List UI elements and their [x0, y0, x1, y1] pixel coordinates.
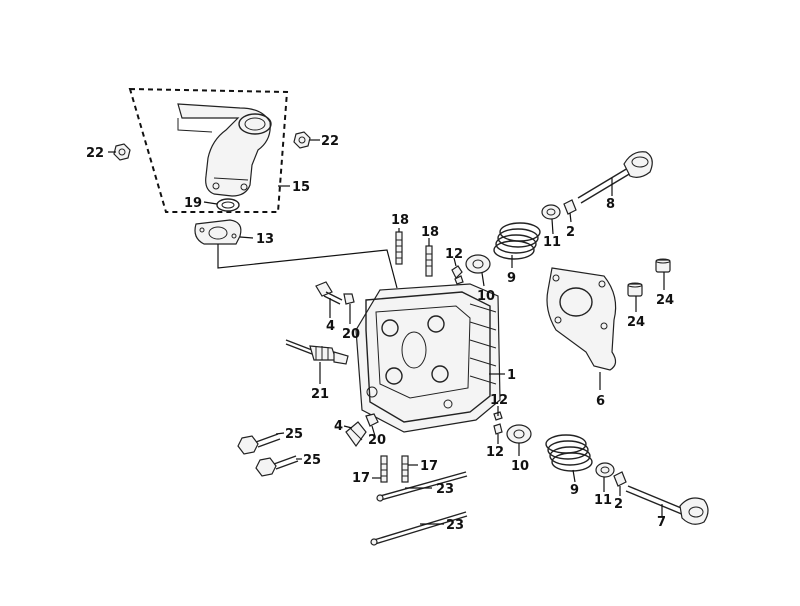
callout-10-top: 10 [477, 289, 495, 304]
intake-dashed-boundary [128, 87, 289, 213]
callout-13: 13 [256, 232, 274, 247]
callout-24-left: 24 [627, 315, 645, 330]
nut-right [293, 131, 311, 149]
dowel-pin-24-right [655, 258, 671, 273]
intake-bolt-hole-left [212, 182, 220, 190]
stud-18-left [395, 231, 403, 265]
callout-12-low: 12 [486, 445, 504, 460]
callout-22-left: 22 [86, 146, 104, 161]
callout-8: 8 [606, 197, 615, 212]
valve-spring-9-bottom [545, 434, 593, 472]
callout-7: 7 [657, 515, 666, 530]
callout-6: 6 [596, 394, 605, 409]
callout-20-lower: 20 [368, 433, 386, 448]
callout-4-lower: 4 [334, 419, 343, 434]
stud-18-right [425, 245, 433, 277]
intake-assembly-group [128, 87, 289, 213]
stud-17-left [380, 455, 388, 483]
cotter-12-top [451, 265, 464, 285]
callout-18-left: 18 [391, 213, 409, 228]
retainer-11-top [541, 204, 561, 220]
callout-23-lower: 23 [446, 518, 464, 533]
callout-12-mid: 12 [490, 393, 508, 408]
callout-2-top: 2 [566, 225, 575, 240]
callout-12-top: 12 [445, 247, 463, 262]
nut-20-lower [365, 413, 379, 427]
callout-18-right: 18 [421, 225, 439, 240]
dowel-pin-24-left [627, 282, 643, 297]
cotter-2-bottom [613, 471, 627, 487]
callout-1: 1 [507, 368, 516, 383]
callout-22-right: 22 [321, 134, 339, 149]
callout-21: 21 [311, 387, 329, 402]
insulator-gasket-13 [194, 219, 242, 245]
callout-23-upper: 23 [436, 482, 454, 497]
callout-11-top: 11 [543, 235, 561, 250]
callout-17-right: 17 [420, 459, 438, 474]
stud-17-right [401, 455, 409, 483]
leader-lines [108, 139, 665, 525]
cotter-12-low [493, 423, 503, 435]
long-stud-23-lower [370, 511, 468, 546]
nut-left [113, 143, 131, 161]
intake-manifold-part [177, 103, 271, 197]
spark-plug-21 [285, 339, 349, 365]
bolt-25-lower [255, 455, 299, 477]
nut-20-upper [343, 293, 355, 305]
bolt-25-upper [237, 433, 281, 455]
cotter-2-top [563, 199, 577, 215]
valve-7 [625, 485, 709, 525]
spring-seat-10-top [465, 254, 491, 274]
adjuster-4-lower [345, 421, 367, 448]
intake-flange-line [213, 177, 249, 181]
callout-24-right: 24 [656, 293, 674, 308]
intake-pipe-bend [177, 118, 213, 133]
callout-2-bottom: 2 [614, 497, 623, 512]
o-ring-19 [216, 198, 240, 212]
callout-11-bottom: 11 [594, 493, 612, 508]
callout-15: 15 [292, 180, 310, 195]
intake-port-ring [238, 113, 272, 135]
callout-4-upper: 4 [326, 319, 335, 334]
callout-20-upper: 20 [342, 327, 360, 342]
head-gasket-6 [546, 267, 617, 371]
gasket-to-head-line [217, 244, 398, 289]
callout-17-left: 17 [352, 471, 370, 486]
adjuster-4-upper [315, 281, 343, 305]
valve-spring-9-top [493, 222, 541, 260]
intake-port-inner [244, 117, 266, 131]
callout-19: 19 [184, 196, 202, 211]
callout-25-lower: 25 [303, 453, 321, 468]
valve-8 [577, 151, 653, 204]
callout-9-top: 9 [507, 271, 516, 286]
callout-9-bottom: 9 [570, 483, 579, 498]
callout-10-bottom: 10 [511, 459, 529, 474]
cylinder-head-part [355, 283, 501, 433]
callout-labels: 1 2 2 4 4 6 7 8 9 9 10 10 11 11 12 12 12… [86, 134, 674, 533]
intake-bolt-hole-right [240, 183, 248, 191]
spring-seat-10-bottom [506, 424, 532, 444]
callout-25-upper: 25 [285, 427, 303, 442]
retainer-11-bottom [595, 462, 615, 478]
